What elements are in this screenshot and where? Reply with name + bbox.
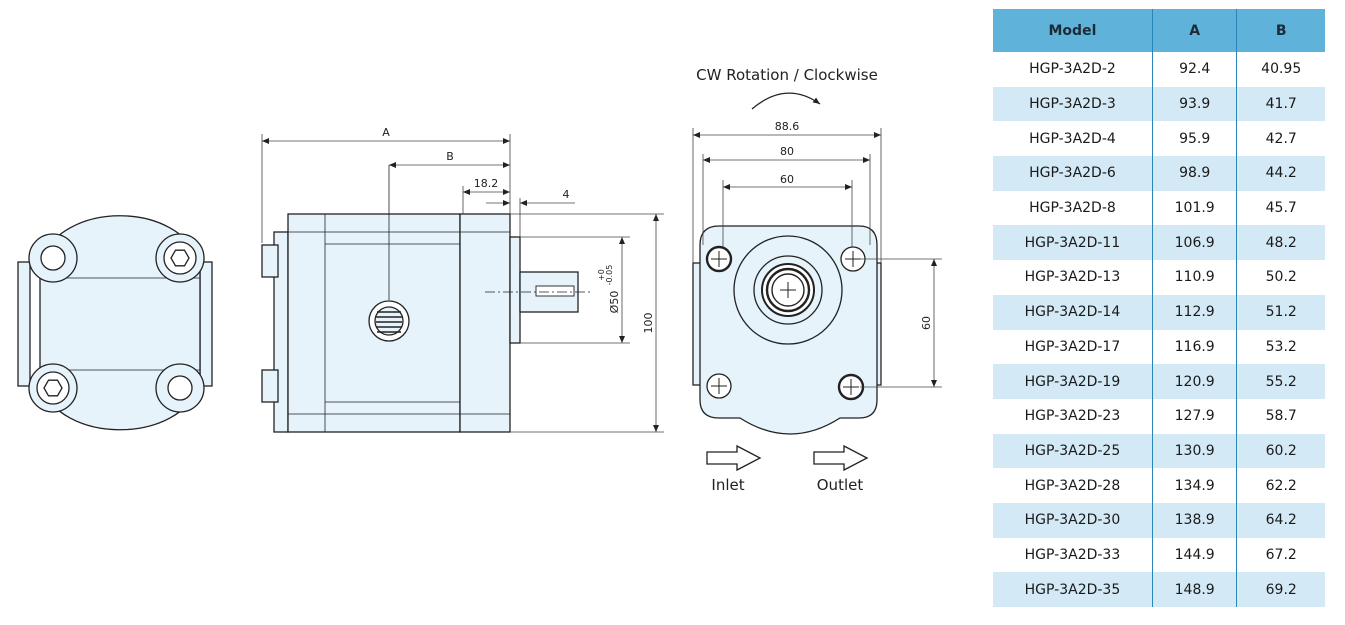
- cell-b: 67.2: [1265, 546, 1297, 563]
- cell-model: HGP-3A2D-6: [993, 156, 1153, 191]
- header-a: A: [1151, 9, 1238, 52]
- cell-b: 45.7: [1265, 200, 1297, 217]
- cell-b: 40.95: [1261, 61, 1302, 78]
- cell-a: 93.9: [1151, 86, 1238, 122]
- table-header-row: Model A B: [993, 9, 1325, 52]
- dim-88-6-label: 88.6: [775, 120, 800, 133]
- cell-b: 53.2: [1265, 338, 1297, 355]
- cell-b: 48.2: [1236, 225, 1325, 261]
- cell-model: HGP-3A2D-33: [1024, 546, 1121, 563]
- cell-model: HGP-3A2D-4: [1029, 130, 1116, 147]
- cell-a: 98.9: [1151, 156, 1238, 191]
- dim-shaft-diameter-label: Ø50: [608, 291, 621, 314]
- cell-a: 134.9: [1151, 468, 1238, 503]
- side-view-dimensions: [261, 134, 664, 433]
- cell-b: 42.7: [1265, 130, 1297, 147]
- cell-b: 41.7: [1236, 86, 1325, 122]
- cell-model: HGP-3A2D-2: [1029, 61, 1116, 78]
- table-row: HGP-3A2D-4 95.9 42.7: [993, 121, 1325, 157]
- table-row: HGP-3A2D-28 134.9 62.2: [993, 468, 1325, 503]
- cell-a: 120.9: [1151, 364, 1238, 399]
- cell-model: HGP-3A2D-28: [1024, 477, 1121, 494]
- outlet-label: Outlet: [817, 476, 864, 494]
- dim-4-label: 4: [563, 188, 570, 201]
- cell-model: HGP-3A2D-19: [993, 364, 1153, 399]
- side-view: [261, 165, 590, 433]
- dim-tolerance-upper: +0: [597, 269, 606, 281]
- header-model: Model: [993, 9, 1153, 52]
- dim-a-label: A: [382, 126, 390, 139]
- table-row: HGP-3A2D-33 144.9 67.2: [993, 537, 1325, 573]
- table-row: HGP-3A2D-13 110.9 50.2: [993, 260, 1325, 295]
- dim-18-2-label: 18.2: [474, 177, 499, 190]
- front-view: [692, 225, 882, 435]
- cell-a: 127.9: [1151, 398, 1238, 434]
- cell-b: 44.2: [1236, 156, 1325, 191]
- dim-60-vertical-label: 60: [920, 316, 933, 330]
- dim-60-horizontal-label: 60: [780, 173, 794, 186]
- cell-model: HGP-3A2D-13: [1024, 269, 1121, 286]
- dim-tolerance-lower: -0.05: [605, 265, 614, 286]
- cell-a: 144.9: [1151, 537, 1238, 573]
- cell-b: 51.2: [1236, 294, 1325, 330]
- dim-100-label: 100: [642, 313, 655, 334]
- cell-model: HGP-3A2D-3: [993, 86, 1153, 122]
- cell-model: HGP-3A2D-17: [1024, 338, 1121, 355]
- cell-a: 101.9: [1151, 190, 1238, 226]
- dim-80-label: 80: [780, 145, 794, 158]
- cell-a: 138.9: [1151, 502, 1238, 538]
- inlet-label: Inlet: [711, 476, 744, 494]
- cell-b: 50.2: [1265, 269, 1297, 286]
- cell-a: 106.9: [1151, 225, 1238, 261]
- dim-b-label: B: [446, 150, 454, 163]
- cell-b: 58.7: [1265, 408, 1297, 425]
- header-b: B: [1236, 9, 1325, 52]
- cell-a: 92.4: [1151, 52, 1238, 87]
- cw-rotation-arrow-icon: [751, 92, 821, 110]
- inlet-arrow-icon: [706, 444, 762, 472]
- cell-model: HGP-3A2D-8: [1029, 200, 1116, 217]
- cell-b: 69.2: [1236, 572, 1325, 607]
- cell-a: 112.9: [1151, 294, 1238, 330]
- cell-a: 116.9: [1151, 329, 1238, 365]
- table-row: HGP-3A2D-17 116.9 53.2: [993, 329, 1325, 365]
- cell-a: 130.9: [1151, 433, 1238, 469]
- rear-view: [17, 215, 213, 431]
- cell-model: HGP-3A2D-25: [993, 433, 1153, 469]
- front-view-dimensions: [692, 128, 942, 388]
- cell-model: HGP-3A2D-30: [993, 502, 1153, 538]
- outlet-arrow-icon: [813, 444, 869, 472]
- table-row: HGP-3A2D-23 127.9 58.7: [993, 398, 1325, 434]
- cell-model: HGP-3A2D-35: [993, 572, 1153, 607]
- table-row: HGP-3A2D-8 101.9 45.7: [993, 190, 1325, 226]
- table-row: HGP-3A2D-2 92.4 40.95: [993, 52, 1325, 87]
- cell-model: HGP-3A2D-23: [1024, 408, 1121, 425]
- cell-a: 95.9: [1151, 121, 1238, 157]
- rotation-label: CW Rotation / Clockwise: [696, 66, 878, 84]
- cell-b: 62.2: [1265, 477, 1297, 494]
- cell-model: HGP-3A2D-11: [993, 225, 1153, 261]
- cell-a: 148.9: [1151, 572, 1238, 607]
- cell-b: 55.2: [1236, 364, 1325, 399]
- cell-b: 60.2: [1236, 433, 1325, 469]
- cell-model: HGP-3A2D-14: [993, 294, 1153, 330]
- cell-a: 110.9: [1151, 260, 1238, 295]
- cell-b: 64.2: [1236, 502, 1325, 538]
- pump-technical-drawing: A B 18.2 4 100 Ø50 +0 -0.05: [17, 66, 942, 494]
